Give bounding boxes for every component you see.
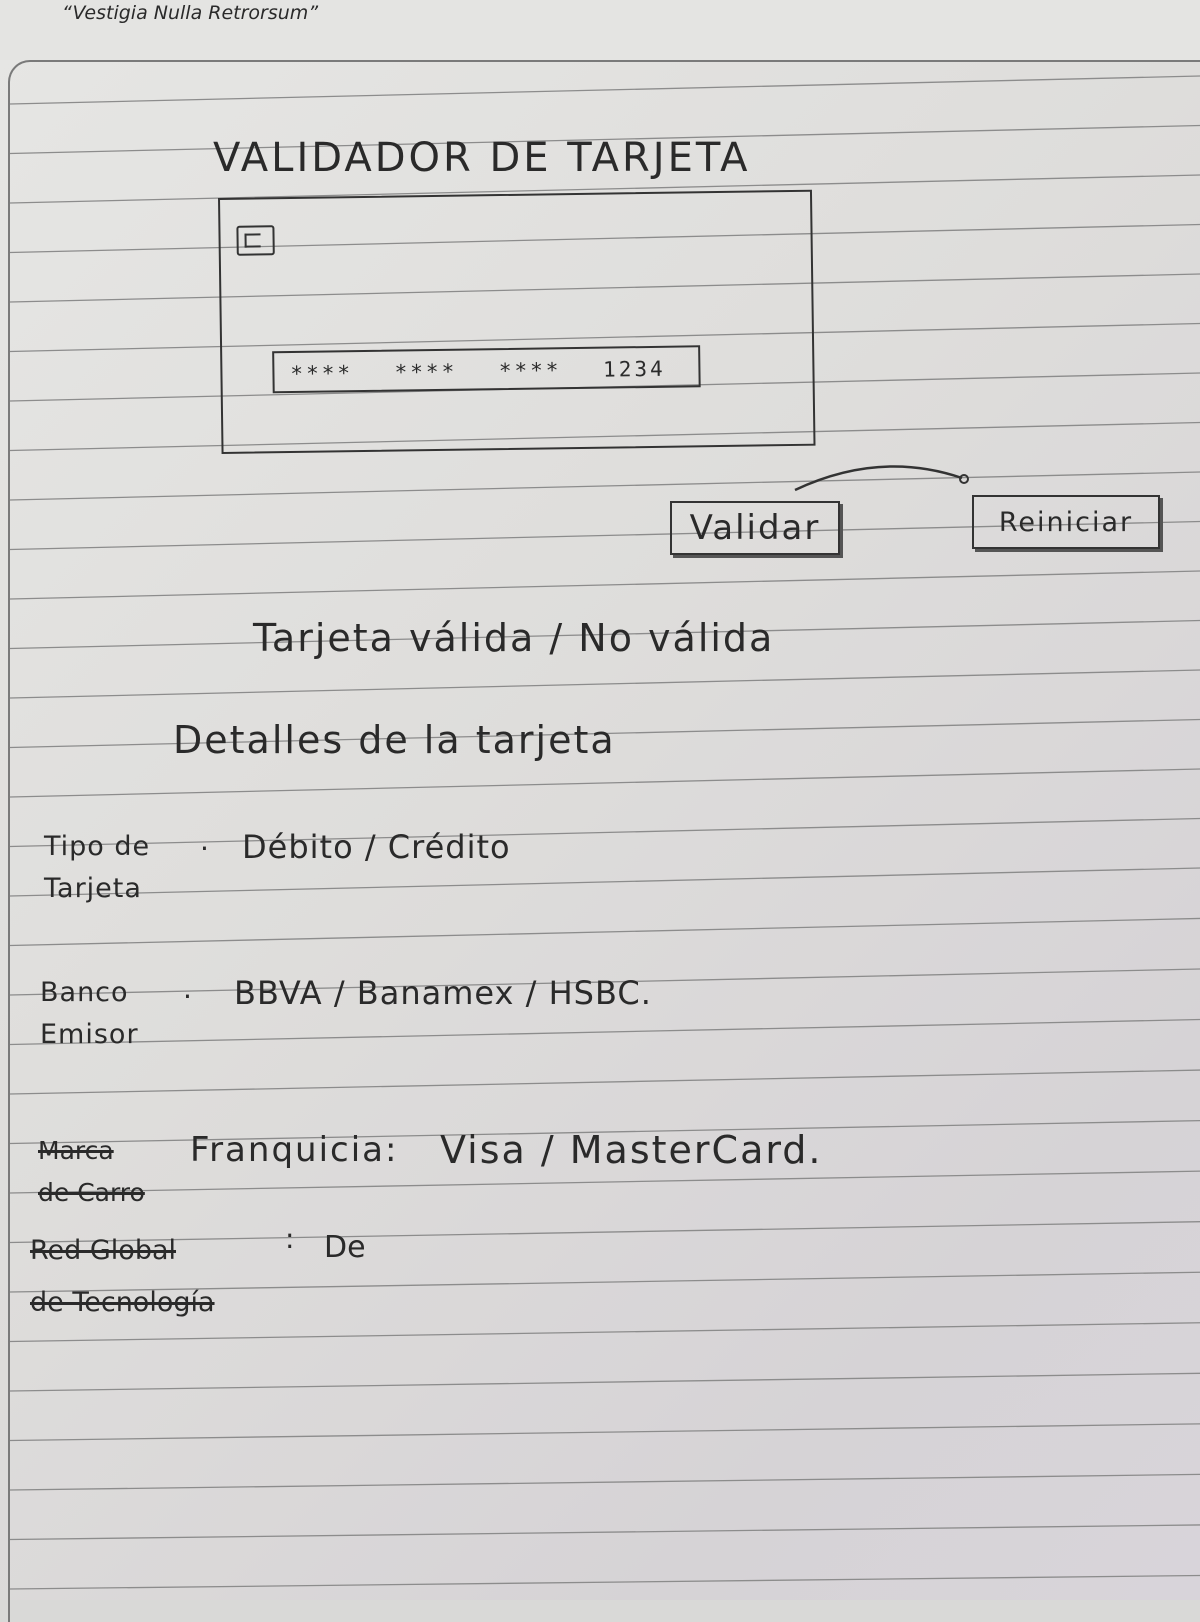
issuer-bank-separator: . — [183, 972, 192, 1005]
card-number-field[interactable]: **** **** **** 1234 — [272, 345, 701, 394]
ruled-line — [9, 223, 1200, 254]
card-type-value: Débito / Crédito — [242, 828, 511, 866]
ruled-line — [9, 768, 1200, 798]
page-margin-border — [8, 60, 1200, 1622]
ruled-line — [9, 124, 1200, 155]
validate-button[interactable]: Validar — [670, 501, 840, 555]
ruled-line — [9, 817, 1200, 848]
card-chip-icon — [236, 225, 275, 256]
details-heading: Detalles de la tarjeta — [173, 718, 616, 762]
franchise-value: Visa / MasterCard. — [440, 1128, 823, 1172]
flow-arrow-head — [959, 474, 969, 484]
ruled-line — [9, 520, 1200, 551]
ruled-line — [9, 1322, 1200, 1343]
reset-button[interactable]: Reiniciar — [972, 495, 1160, 549]
ruled-line — [9, 968, 1200, 996]
ruled-line — [9, 867, 1200, 897]
ruled-line — [9, 75, 1200, 105]
ruled-line — [9, 471, 1200, 501]
ruled-line — [9, 1423, 1200, 1442]
ruled-line — [9, 1119, 1200, 1145]
ruled-line — [9, 372, 1200, 402]
card-type-separator: . — [200, 824, 209, 857]
network-struck-label: Red Global de Tecnología — [30, 1235, 215, 1318]
ruled-line — [9, 1069, 1200, 1095]
ruled-line — [9, 669, 1200, 699]
ruled-line — [9, 1271, 1200, 1293]
issuer-bank-label: Banco Emisor — [40, 977, 139, 1050]
issuer-bank-value: BBVA / Banamex / HSBC. — [234, 974, 652, 1012]
ruled-line — [9, 1524, 1200, 1541]
credit-card-preview: **** **** **** 1234 — [218, 189, 816, 454]
app-title: Validador de Tarjeta — [213, 134, 751, 181]
ruled-line — [9, 917, 1200, 947]
ruled-line — [9, 619, 1200, 650]
flow-arrow — [794, 465, 963, 492]
ruled-line — [9, 1372, 1200, 1392]
ruled-line — [9, 1473, 1200, 1491]
ruled-line — [9, 570, 1200, 600]
ruled-line — [9, 1018, 1200, 1046]
ruled-line — [9, 718, 1200, 749]
ruled-line — [9, 174, 1200, 204]
ruled-line — [9, 421, 1200, 452]
ruled-line — [9, 1221, 1200, 1244]
page-header-strip — [0, 0, 1200, 60]
ruled-line — [9, 273, 1200, 303]
card-type-label: Tipo de Tarjeta — [44, 831, 151, 904]
ruled-line — [9, 1170, 1200, 1194]
notebook-motto: “Vestigia Nulla Retrorsum” — [62, 2, 319, 24]
ruled-line — [9, 322, 1200, 353]
network-value: De — [324, 1230, 366, 1265]
ruled-line — [9, 1574, 1200, 1590]
network-separator: : — [285, 1222, 295, 1255]
franchise-struck-label: Marca de Carro — [38, 1136, 145, 1207]
validation-result: Tarjeta válida / No válida — [253, 616, 775, 660]
franchise-label: Franquicia: — [190, 1130, 399, 1170]
